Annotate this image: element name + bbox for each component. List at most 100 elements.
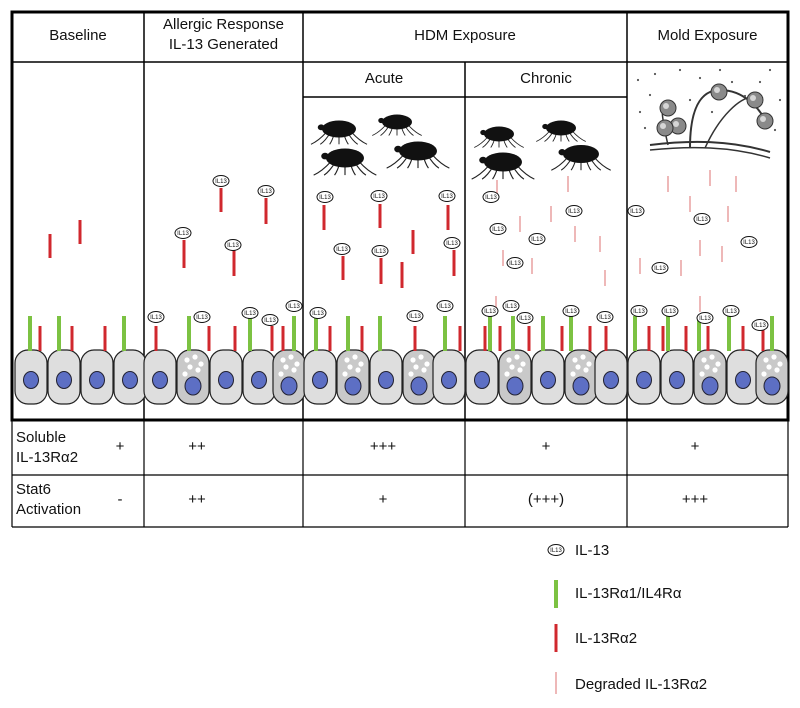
mite-head <box>394 145 402 153</box>
header-baseline: Baseline <box>49 27 107 44</box>
il13-marker-label: IL13 <box>492 227 504 233</box>
value-table <box>11 420 789 528</box>
mucus-granule <box>352 354 358 360</box>
il13-ellipse <box>147 311 165 323</box>
nucleus <box>122 371 138 389</box>
header-chronic: Chronic <box>520 70 572 87</box>
mucus-granule <box>358 361 364 367</box>
mucus-granule <box>347 364 353 370</box>
il13-marker: IL13 <box>193 311 211 323</box>
mucus-granule <box>583 367 589 373</box>
diagram-frame <box>10 10 790 422</box>
il13-marker: IL13 <box>516 312 534 324</box>
mucus-granule <box>413 364 419 370</box>
il13-marker: IL13 <box>528 233 546 245</box>
il13-ellipse <box>751 319 769 331</box>
il13-marker-label: IL13 <box>150 315 162 321</box>
row-label-soluble-2: IL-13Rα2 <box>16 449 79 466</box>
epithelial-cell <box>693 349 727 405</box>
epithelial-cell <box>432 349 466 405</box>
il13-marker-label: IL13 <box>725 309 737 315</box>
il13-marker: IL13 <box>502 300 520 312</box>
epithelial-cell <box>498 349 532 405</box>
epithelial-cell <box>14 349 48 405</box>
il13-marker: IL13 <box>489 223 507 235</box>
nucleus <box>506 376 524 396</box>
il13-ellipse <box>436 300 454 312</box>
mite-body <box>322 120 356 138</box>
il13-marker-label: IL13 <box>441 194 453 200</box>
mucus-granule <box>278 371 284 377</box>
mold-particle <box>698 76 702 80</box>
dust-mite <box>372 114 422 136</box>
il13-marker: IL13 <box>547 544 565 556</box>
il13-marker-label: IL13 <box>550 548 562 554</box>
mite-body <box>326 148 364 168</box>
il13-marker-label: IL13 <box>531 237 543 243</box>
mucus-granule <box>504 371 510 377</box>
mucus-granule <box>195 367 201 373</box>
il13-ellipse <box>309 307 327 319</box>
row-label-stat6-2: Activation <box>16 501 82 518</box>
dust-mite <box>536 120 586 142</box>
mold-particle <box>778 98 782 102</box>
il13-ellipse <box>438 190 456 202</box>
mold-spore-highlight <box>663 103 669 109</box>
il13-marker-label: IL13 <box>743 240 755 246</box>
epithelial-cell <box>80 349 114 405</box>
il13-ellipse <box>261 314 279 326</box>
stat6-acute: + <box>378 491 388 508</box>
header-allergic-line1: Allergic Response <box>163 16 284 33</box>
mite-leg <box>509 136 524 148</box>
nucleus <box>251 371 267 389</box>
il13-marker-label: IL13 <box>336 247 348 253</box>
mite-head <box>558 149 566 156</box>
epithelial-cell <box>369 349 403 405</box>
legend-label-r2: IL-13Rα2 <box>575 630 638 647</box>
mucus-granule <box>408 371 414 377</box>
il13-ellipse <box>489 223 507 235</box>
soluble-receptor-layer <box>48 170 737 312</box>
il13-marker-label: IL13 <box>568 209 580 215</box>
mucus-granule <box>586 361 592 367</box>
nucleus <box>763 376 781 396</box>
il13-ellipse <box>696 312 714 324</box>
row-label-soluble-1: Soluble <box>16 429 67 446</box>
mucus-granule <box>280 357 286 363</box>
mucus-granule <box>184 357 190 363</box>
il13-ellipse <box>528 233 546 245</box>
il13-ellipse <box>722 305 740 317</box>
mucus-granule <box>777 361 783 367</box>
il13-marker: IL13 <box>482 191 500 203</box>
il13-ellipse <box>224 239 242 251</box>
mite-body <box>484 152 522 172</box>
il13-marker-label: IL13 <box>244 311 256 317</box>
nucleus <box>344 376 362 396</box>
nucleus <box>636 371 652 389</box>
mucus-granule <box>291 367 297 373</box>
il13-ellipse <box>740 236 758 248</box>
mucus-granule <box>342 371 348 377</box>
il13-marker-label: IL13 <box>374 249 386 255</box>
mucus-granule <box>715 361 721 367</box>
mucus-granule <box>709 354 715 360</box>
il13-marker: IL13 <box>212 175 230 187</box>
mite-head <box>317 124 325 131</box>
il13-marker-label: IL13 <box>227 243 239 249</box>
mucus-granule <box>712 367 718 373</box>
il13-ellipse <box>693 213 711 225</box>
mucus-granule <box>421 367 427 373</box>
epithelial-cell <box>726 349 760 405</box>
il13-ellipse <box>651 262 669 274</box>
row-label-stat6-1: Stat6 <box>16 481 52 498</box>
header-allergic-line2: IL-13 Generated <box>168 36 279 53</box>
mite-leg <box>471 165 490 180</box>
il13-ellipse <box>502 300 520 312</box>
mite-leg <box>551 157 568 171</box>
nucleus <box>89 371 105 389</box>
mold-particle <box>758 80 762 84</box>
nucleus <box>735 371 751 389</box>
mite-leg <box>474 136 489 148</box>
mold-particle <box>636 78 640 82</box>
il13-marker-label: IL13 <box>754 323 766 329</box>
